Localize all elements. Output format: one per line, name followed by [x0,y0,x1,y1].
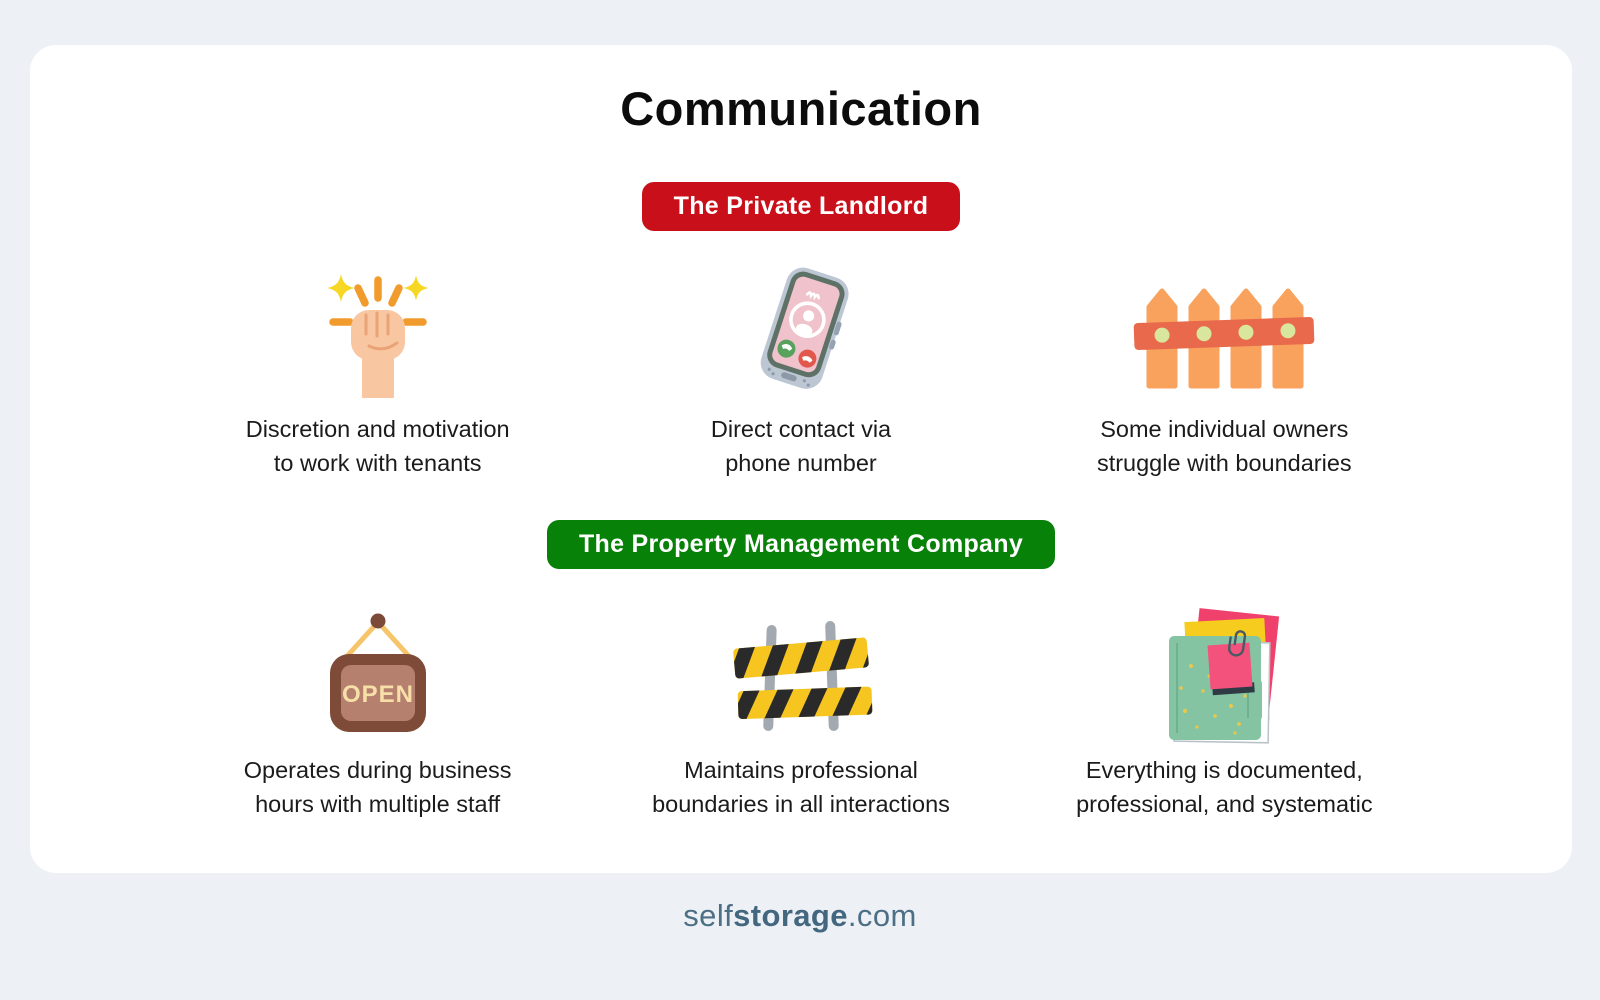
item-caption-line: struggle with boundaries [1096,450,1352,476]
brand-prefix: self [683,898,734,933]
item-caption-line: phone number [725,450,877,476]
item-caption-line: Some individual owners [1100,416,1349,442]
item-caption-line: Operates during business [243,757,512,783]
open-sign-icon: OPEN [303,603,453,741]
private-landlord-items: Discretion and motivation to work with t… [166,255,1436,480]
item-documented: Everything is documented, professional, … [1013,603,1436,821]
infographic-card: Communication The Private Landlord [30,45,1572,873]
item-caption-line: Direct contact via [710,416,892,442]
item-caption-line: boundaries in all interactions [652,791,950,817]
documents-folder-icon [1139,603,1309,744]
brand-logo: selfstorage.com [0,898,1600,934]
item-discretion: Discretion and motivation to work with t… [166,255,589,480]
item-caption-line: hours with multiple staff [255,791,501,817]
item-boundaries: Some individual owners struggle with bou… [1013,255,1436,480]
item-professional-boundaries: Maintains professional boundaries in all… [589,603,1012,821]
item-caption-line: Everything is documented, [1085,757,1363,783]
item-caption-line: to work with tenants [273,450,482,476]
brand-bold: storage [733,898,848,933]
page-title: Communication [620,82,982,135]
item-caption-line: professional, and systematic [1076,791,1373,817]
item-caption-line: Maintains professional [684,757,918,783]
section-badge-private-landlord: The Private Landlord [641,182,961,231]
raised-fist-icon [303,255,453,400]
brand-suffix: .com [847,898,917,933]
picket-fence-icon [1129,255,1319,400]
open-sign-text: OPEN [342,681,414,708]
striped-barrier-icon [716,603,886,741]
property-management-items: OPEN Operates during business hours with… [166,603,1436,821]
item-caption-line: Discretion and motivation [245,416,510,442]
item-business-hours: OPEN Operates during business hours with… [166,603,589,821]
item-direct-contact: Direct contact via phone number [589,255,1012,480]
section-badge-property-management: The Property Management Company [546,520,1056,569]
incoming-call-phone-icon [726,255,876,400]
